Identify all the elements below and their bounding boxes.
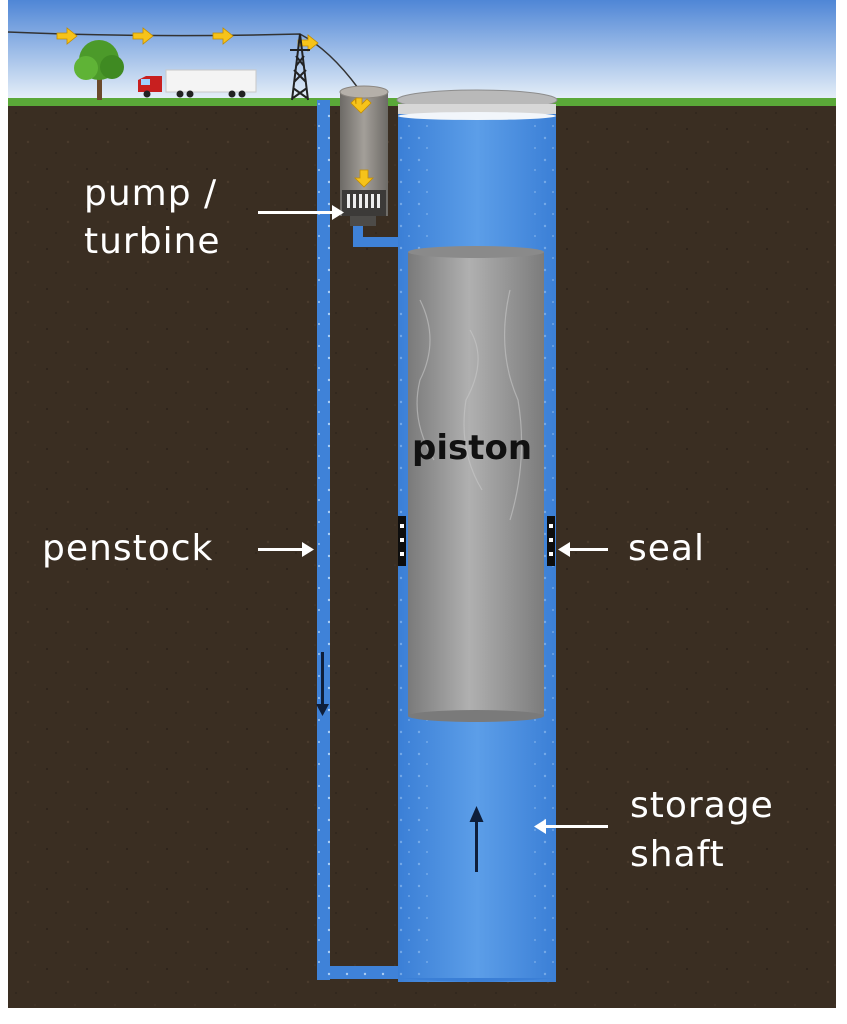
connector-pipe bbox=[353, 226, 405, 247]
label-pump-turbine-line2: turbine bbox=[84, 221, 221, 262]
truck-icon bbox=[138, 69, 257, 98]
flow-arrow-icon bbox=[56, 27, 319, 52]
penstock-pointer-arrow bbox=[258, 542, 314, 557]
label-piston: piston bbox=[412, 428, 533, 468]
flow-down-arrow-icon bbox=[316, 652, 329, 716]
label-pump-turbine-line1: pump / bbox=[84, 173, 218, 214]
seal-left bbox=[398, 516, 406, 566]
flow-arrow-icon bbox=[350, 97, 374, 188]
label-seal: seal bbox=[628, 528, 705, 569]
pump-turbine-unit bbox=[339, 85, 389, 226]
label-storage-shaft-line1: storage bbox=[630, 785, 774, 826]
piston bbox=[408, 246, 544, 722]
power-tower-icon bbox=[290, 33, 310, 101]
flow-up-arrow-icon bbox=[469, 806, 484, 872]
label-penstock: penstock bbox=[42, 528, 214, 569]
shaft-pointer-arrow bbox=[534, 819, 608, 834]
pump-pointer-arrow bbox=[258, 205, 344, 220]
tree-icon bbox=[74, 40, 124, 100]
seal-pointer-arrow bbox=[558, 542, 608, 557]
label-storage-shaft-line2: shaft bbox=[630, 834, 725, 875]
seal-right bbox=[547, 516, 555, 566]
penstock-pipe bbox=[317, 100, 405, 980]
sky bbox=[8, 0, 836, 102]
